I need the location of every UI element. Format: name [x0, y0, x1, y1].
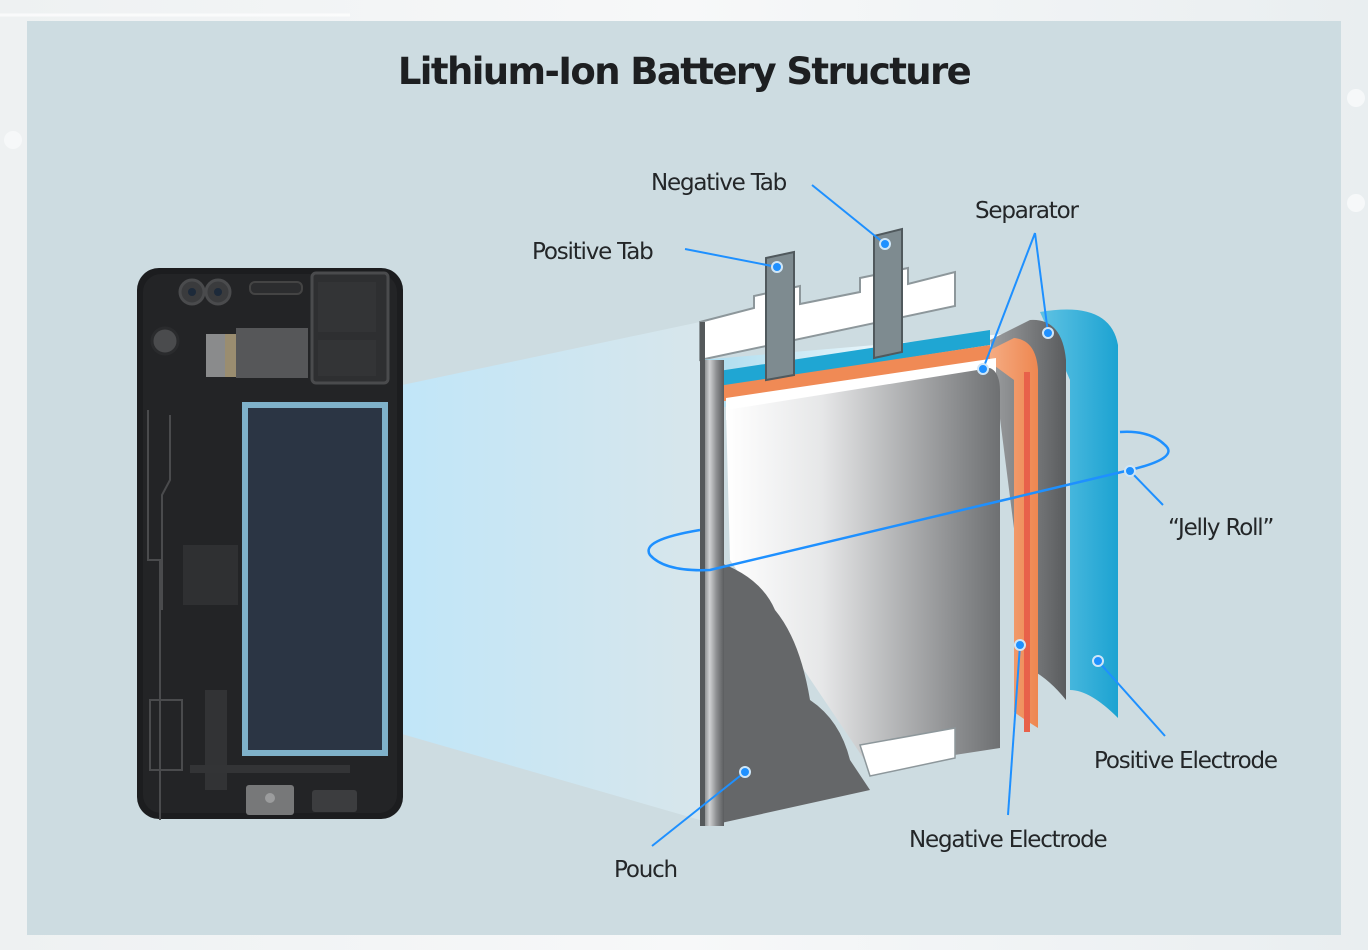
callout-line-negative-electrode [1007, 644, 1021, 816]
label-separator: Separator [975, 198, 1079, 224]
callout-lines [651, 184, 1166, 847]
pouch-front [726, 368, 1000, 768]
label-pouch: Pouch [614, 857, 677, 883]
label-positive-tab: Positive Tab [532, 239, 653, 265]
decor-node [1347, 89, 1365, 107]
negative-tab [873, 227, 903, 360]
negative-electrode [980, 338, 1038, 728]
callout-line-separator-2 [1034, 232, 1049, 334]
phone-teardown [137, 268, 403, 820]
positive-tab [765, 250, 795, 382]
label-positive-electrode: Positive Electrode [1094, 748, 1277, 774]
diagram-title: Lithium-Ion Battery Structure [397, 50, 972, 93]
callout-line-jelly-roll [1129, 470, 1164, 506]
vibration-motor [150, 326, 180, 356]
label-negative-electrode: Negative Electrode [909, 827, 1106, 853]
label-negative-tab: Negative Tab [651, 170, 787, 196]
callout-line-positive-tab [684, 248, 778, 268]
callout-line-separator-1 [982, 232, 1036, 370]
callout-line-negative-tab [811, 184, 886, 245]
decor-node [1347, 194, 1365, 212]
label-jelly-roll: “Jelly Roll” [1168, 515, 1273, 541]
pouch-torn-area [712, 560, 870, 825]
projection-beam [388, 322, 700, 820]
callout-line-pouch [651, 771, 746, 847]
callout-line-positive-electrode [1097, 660, 1166, 737]
jelly-roll-ring [647, 430, 1170, 572]
positive-electrode [1040, 309, 1118, 718]
decor-node [4, 131, 22, 149]
battery-cell [699, 227, 1118, 826]
callout-dots [739, 238, 1136, 778]
